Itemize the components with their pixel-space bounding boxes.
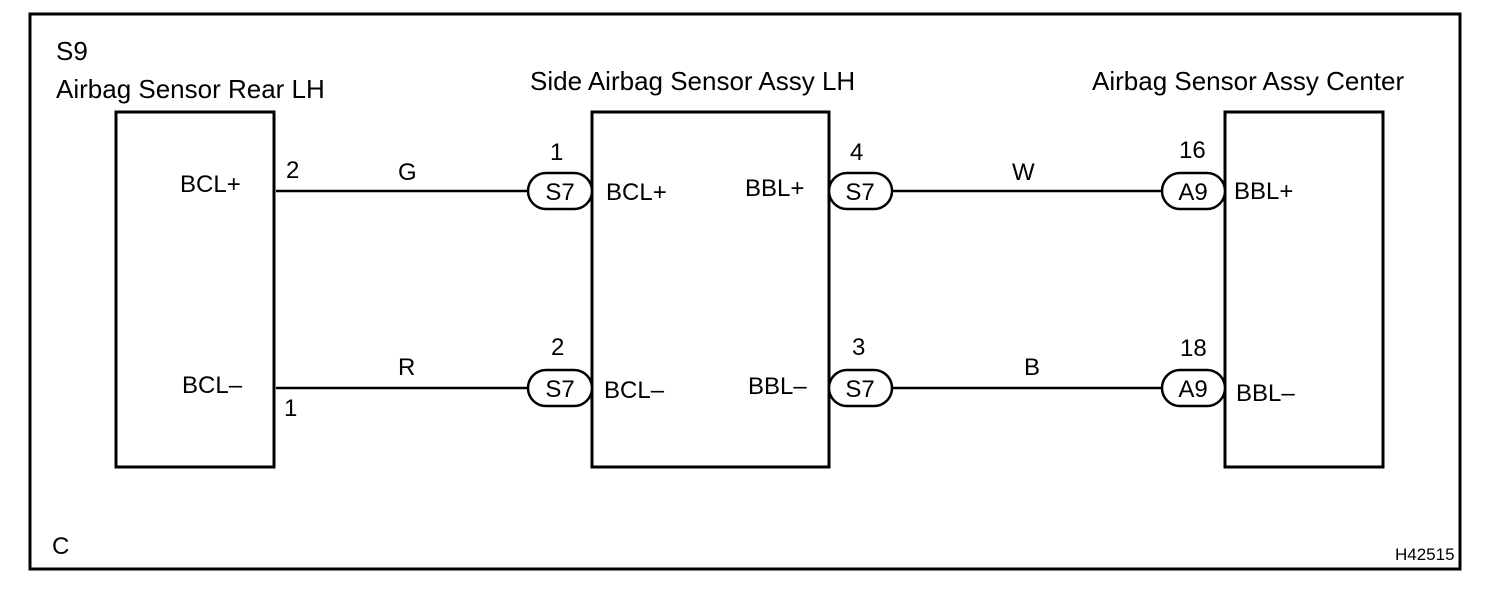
middle-component-box — [590, 110, 831, 469]
right-component-name: Airbag Sensor Assy Center — [1092, 66, 1404, 96]
right-pin-label-top: BBL+ — [1234, 178, 1293, 205]
connector-s7-pin1-label: S7 — [545, 179, 574, 206]
diagram-frame — [28, 12, 1462, 571]
wire-g-to-pin: 1 — [550, 139, 563, 166]
wire-g-color: G — [398, 159, 417, 186]
wire-r-from-pin: 1 — [284, 395, 297, 422]
wire-w-from-pin: 4 — [850, 139, 863, 166]
wire-g-from-pin: 2 — [286, 157, 299, 184]
connector-a9-pin16 — [1160, 171, 1227, 211]
connector-s7-pin4-label: S7 — [845, 179, 874, 206]
wire-b-from-pin: 3 — [852, 334, 865, 361]
connector-s7-pin3 — [827, 368, 894, 408]
left-component-box — [114, 110, 276, 469]
wire-r-to-pin: 2 — [551, 334, 564, 361]
connector-s7-pin3-label: S7 — [845, 376, 874, 403]
corner-label: C — [52, 533, 69, 560]
left-pin-label-top: BCL+ — [180, 171, 241, 198]
connector-a9-pin18-label: A9 — [1178, 376, 1207, 403]
left-component-name: Airbag Sensor Rear LH — [56, 74, 325, 104]
connector-s7-pin1 — [526, 171, 594, 211]
middle-left-pin-label-bottom: BCL– — [604, 377, 665, 404]
left-pin-label-bottom: BCL– — [182, 372, 243, 399]
connector-s7-pin4 — [827, 171, 894, 211]
right-component-box — [1223, 110, 1385, 469]
middle-left-pin-label-top: BCL+ — [606, 179, 667, 206]
connector-s7-pin2 — [526, 368, 594, 408]
connector-s7-pin2-label: S7 — [545, 376, 574, 403]
connector-a9-pin16-label: A9 — [1178, 179, 1207, 206]
middle-right-pin-label-top: BBL+ — [745, 175, 804, 202]
right-pin-label-bottom: BBL– — [1236, 380, 1295, 407]
wire-b-to-pin: 18 — [1180, 335, 1207, 362]
middle-right-pin-label-bottom: BBL– — [748, 373, 807, 400]
middle-component-name: Side Airbag Sensor Assy LH — [530, 66, 855, 96]
wire-r-color: R — [398, 354, 415, 381]
left-component-code: S9 — [56, 36, 88, 66]
wire-b-color: B — [1024, 354, 1040, 381]
connector-a9-pin18 — [1160, 368, 1227, 408]
wire-w-color: W — [1012, 159, 1035, 186]
wire-w-to-pin: 16 — [1179, 137, 1206, 164]
figure-code: H42515 — [1395, 545, 1455, 564]
